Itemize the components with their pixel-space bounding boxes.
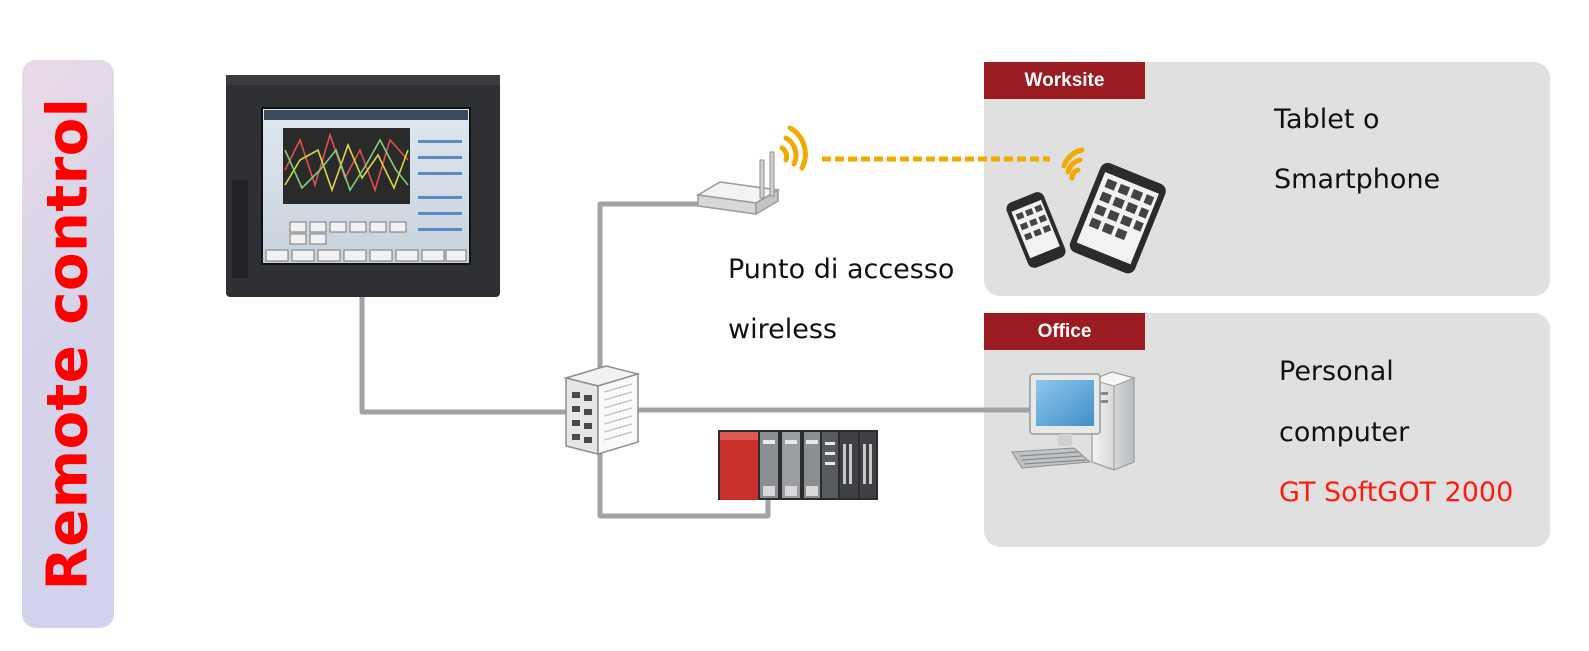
plc-rack-icon xyxy=(718,430,878,500)
smartphone-icon xyxy=(1006,192,1066,268)
worksite-panel: Worksite xyxy=(984,62,1550,296)
wireless-access-point-icon xyxy=(695,125,808,216)
cable-hmi-switch xyxy=(359,296,570,415)
network-switch-icon xyxy=(563,365,641,456)
office-device-label-line1: Personal xyxy=(1279,356,1394,387)
wifi-signal-icon xyxy=(779,125,808,171)
worksite-device-label-line1: Tablet o xyxy=(1274,104,1380,135)
worksite-device-label-line2: Smartphone xyxy=(1274,164,1441,195)
cable-switch-access-point xyxy=(597,201,705,385)
software-product-label: GT SoftGOT 2000 xyxy=(1279,477,1514,508)
access-point-label-line1: Punto di accesso xyxy=(728,254,955,285)
cable-switch-plc xyxy=(597,448,771,519)
network-cables xyxy=(359,201,1030,519)
office-tag: Office xyxy=(984,313,1145,350)
access-point-label-line2: wireless xyxy=(728,314,837,345)
side-tab xyxy=(22,60,114,628)
office-device-label-line2: computer xyxy=(1279,417,1410,448)
tablet-icon xyxy=(1061,147,1166,274)
wifi-signal-icon xyxy=(1061,147,1085,181)
desktop-computer-icon xyxy=(1011,371,1136,471)
worksite-tag: Worksite xyxy=(984,62,1145,99)
hmi-touch-panel-icon xyxy=(226,75,500,297)
